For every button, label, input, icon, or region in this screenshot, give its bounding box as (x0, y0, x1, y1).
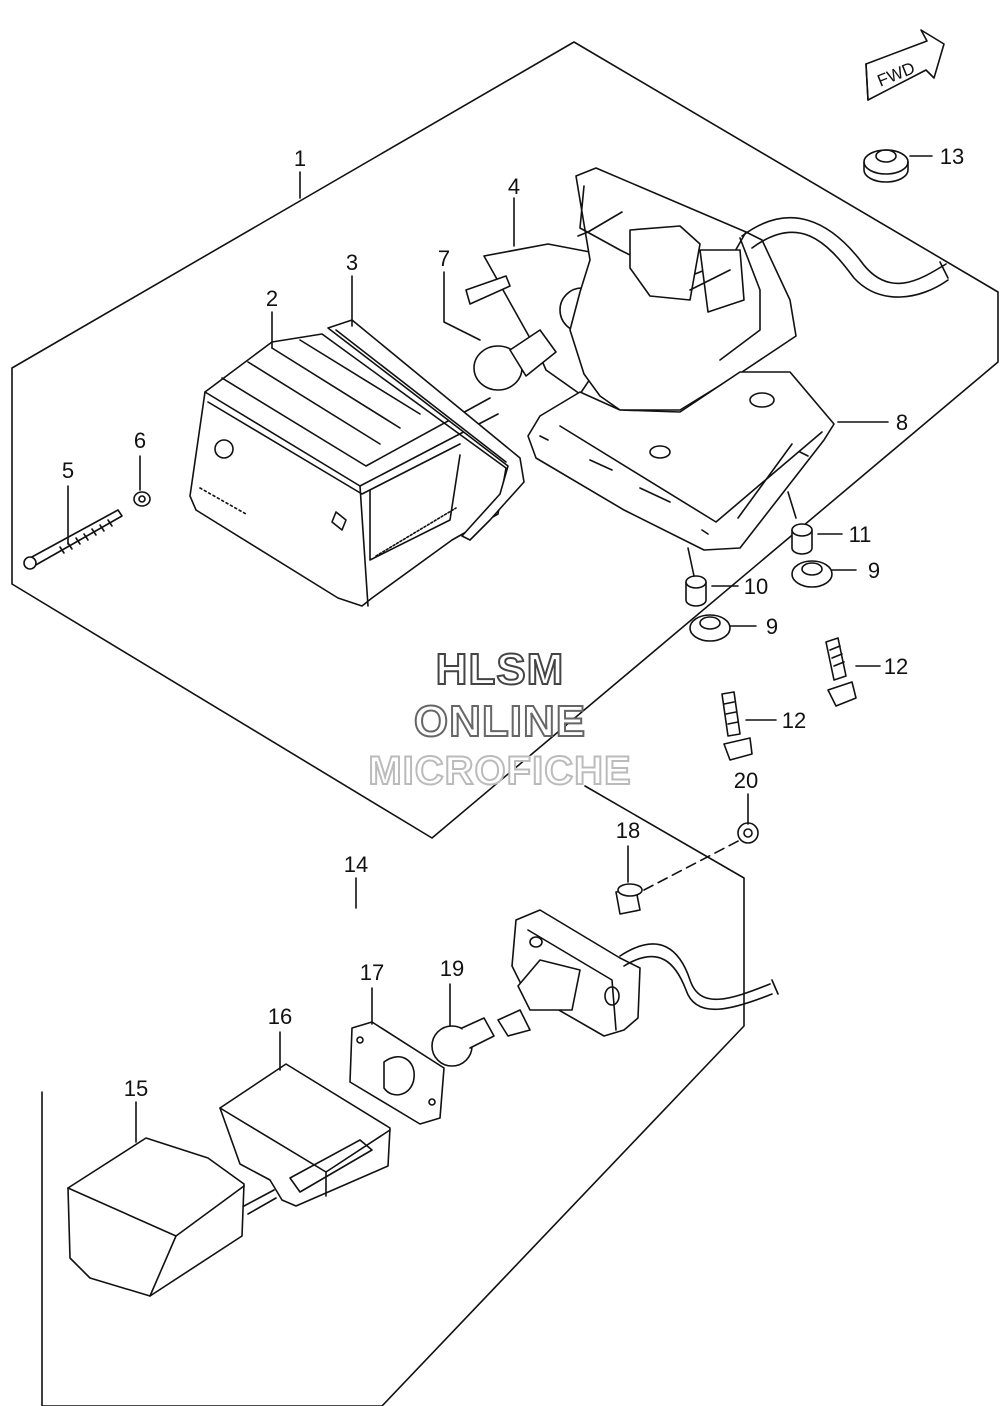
callout-8: 8 (896, 410, 908, 435)
lens-16 (219, 1063, 391, 1207)
collar-10 (685, 575, 707, 607)
callout-2: 2 (266, 286, 278, 311)
lamp-gasket (327, 319, 525, 541)
lens-cover-15 (67, 1137, 277, 1297)
callout-9a: 9 (868, 558, 880, 583)
callout-18: 18 (616, 818, 640, 843)
grommet-9b (689, 614, 731, 642)
bulb-19 (431, 1017, 495, 1067)
assembly-1-outline (11, 41, 999, 839)
callout-9b: 9 (766, 614, 778, 639)
lamp-housing-8 (527, 167, 949, 551)
gasket-17 (349, 1021, 445, 1125)
callout-20: 20 (734, 768, 758, 793)
callout-5: 5 (62, 458, 74, 483)
fastener-18 (615, 883, 643, 915)
callout-11: 11 (849, 522, 872, 547)
callout-4: 4 (508, 174, 520, 199)
callout-16: 16 (268, 1004, 292, 1029)
callout-6: 6 (134, 428, 146, 453)
assembly-14-outline (41, 785, 745, 1406)
bulb-7 (473, 329, 557, 391)
washer-6 (133, 491, 151, 507)
callout-12a: 12 (884, 654, 908, 679)
callout-1: 1 (294, 146, 306, 171)
grommet-13 (863, 149, 909, 183)
callout-19: 19 (440, 956, 464, 981)
callout-7: 7 (438, 246, 450, 271)
screw-5 (23, 509, 123, 570)
nut-20 (737, 822, 759, 844)
callout-15: 15 (124, 1076, 148, 1101)
collar-11 (791, 523, 813, 555)
bolt-12a (825, 637, 857, 707)
grommet-9a (791, 560, 833, 588)
tail-lamp-lens (189, 333, 507, 607)
callout-3: 3 (346, 250, 358, 275)
callout-13: 13 (940, 144, 964, 169)
bolt-12b (721, 691, 753, 761)
fwd-arrow-icon (865, 29, 945, 101)
license-lamp-housing (497, 909, 779, 1037)
callout-14: 14 (344, 852, 368, 877)
callout-17: 17 (360, 960, 384, 985)
callout-12b: 12 (782, 708, 806, 733)
callout-10: 10 (744, 574, 768, 599)
